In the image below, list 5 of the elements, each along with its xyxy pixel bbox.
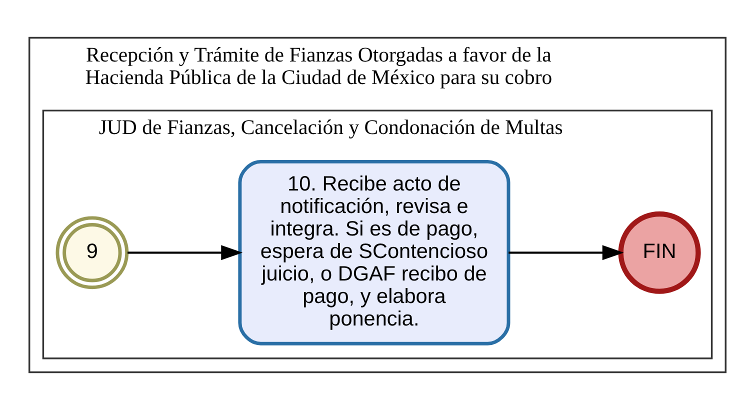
node-circle: FIN: [618, 211, 701, 294]
arrow: [508, 245, 624, 260]
node-circle: 9: [56, 216, 129, 290]
arrow: [128, 245, 243, 260]
node-box: 10. Recibe acto de notificación, revisa e integra. Si es de pago, espera de SContencioso juicio, o DGAF recibo de pago, y elabora ponencia.: [238, 160, 510, 346]
